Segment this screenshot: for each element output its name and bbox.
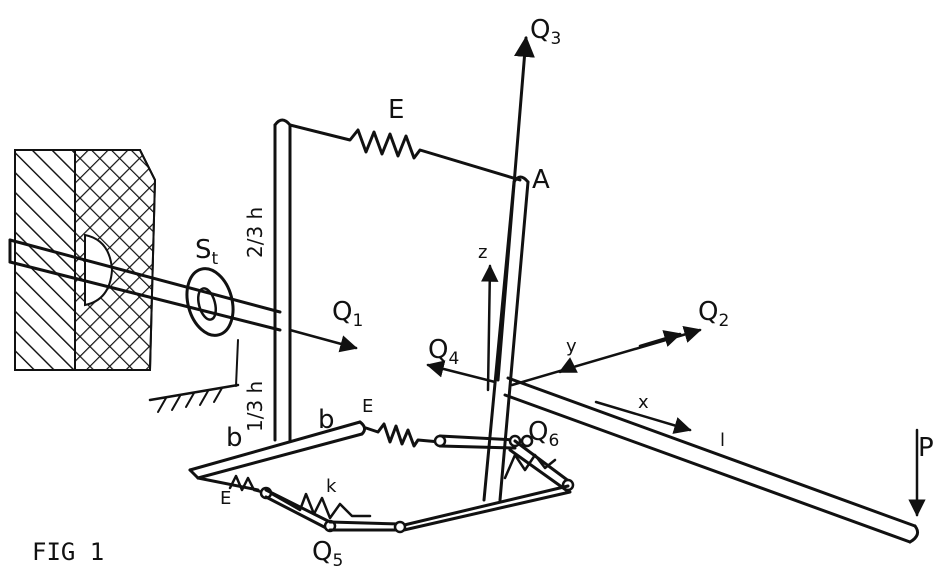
lower-frame (196, 476, 572, 532)
length-l-label: l (720, 430, 725, 451)
long-beam (503, 376, 920, 544)
spring-top (288, 123, 522, 182)
torsion-spring (185, 267, 235, 337)
one-third-h-label: 1/3 h (243, 381, 267, 432)
spring-left-label: E (220, 488, 231, 509)
q1-label: Q1 (332, 297, 363, 331)
p-label: P (918, 433, 934, 463)
shaft (8, 238, 282, 332)
torsion-spring-inner (196, 287, 218, 321)
y-axis-label: y (566, 336, 577, 357)
right-post (482, 175, 530, 502)
link-q6 (433, 434, 575, 492)
y-axis-line (510, 326, 702, 387)
spring-k-label: k (326, 476, 337, 497)
q1-arrow (288, 328, 358, 353)
q6-label: Q6 (528, 417, 559, 451)
q4-label: Q4 (428, 335, 459, 369)
b-right-label: b (318, 405, 335, 435)
q3-arrow (496, 35, 535, 382)
figure-caption: FIG 1 (32, 538, 104, 566)
z-axis-label: z (478, 242, 487, 263)
spring-mid (364, 422, 442, 448)
q3-label: Q3 (530, 15, 561, 49)
spring-top-label: E (388, 95, 404, 125)
left-post (273, 118, 292, 442)
torsion-label: St (195, 235, 219, 269)
spring-mid-label: E (362, 396, 373, 417)
ground-support (148, 339, 240, 413)
x-axis-label: x (638, 392, 649, 413)
lower-crossbar (188, 420, 367, 480)
z-axis (480, 264, 499, 392)
q2-label: Q2 (698, 297, 729, 331)
point-a-label: A (532, 165, 550, 195)
y-axis-tail (558, 357, 579, 374)
q5-label: Q5 (312, 537, 343, 571)
q2-arrow (638, 330, 682, 348)
q4-arrow (426, 360, 497, 384)
link-q5 (259, 486, 407, 534)
x-axis (594, 400, 692, 434)
spring-left (228, 474, 264, 494)
two-thirds-h-label: 2/3 h (243, 207, 267, 258)
b-left-label: b (226, 423, 243, 453)
